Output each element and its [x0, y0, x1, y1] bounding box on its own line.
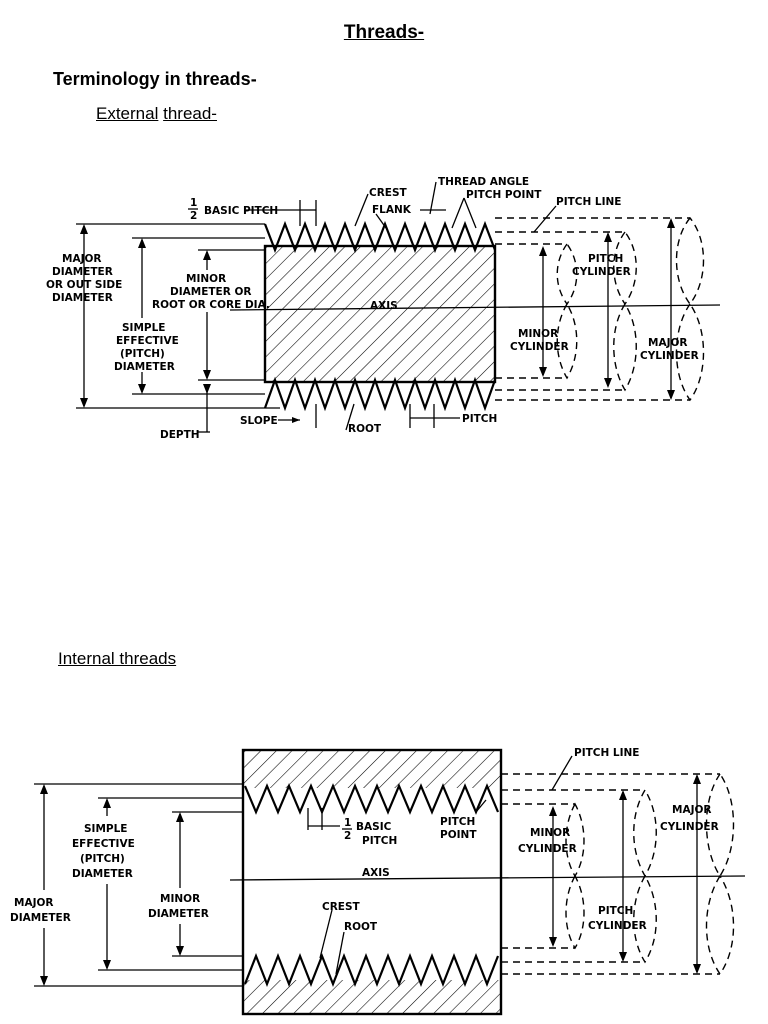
ext-simple-1: SIMPLE [122, 322, 165, 334]
ext-basic-pitch-label: BASIC PITCH [204, 205, 278, 217]
ext-minor-cyl-1: MINOR [518, 328, 558, 340]
ext-pitch-cyl-2: CYLINDER [572, 266, 631, 278]
external-thread-diagram: 1 2 BASIC PITCH CREST FLANK THREAD ANGLE… [46, 176, 721, 441]
ext-half-numerator: 1 [190, 197, 197, 209]
int-major-cyl-2: CYLINDER [660, 821, 719, 833]
ext-simple-4: DIAMETER [114, 361, 175, 373]
external-body-outline [263, 244, 497, 384]
external-labels: 1 2 BASIC PITCH CREST FLANK THREAD ANGLE… [46, 176, 699, 441]
external-top-thread [263, 220, 497, 254]
ext-minor-dia-3: ROOT OR CORE DIA. [152, 299, 270, 311]
internal-top-wall-hatch [243, 750, 501, 788]
int-basic-pitch-2: PITCH [362, 835, 397, 847]
internal-leaders [307, 755, 573, 975]
external-cylinders [229, 216, 721, 402]
external-leaders [198, 181, 557, 433]
ext-major-cyl-1: MAJOR [648, 337, 688, 349]
ext-flank-label: FLANK [372, 204, 412, 216]
ext-minor-dia-2: DIAMETER OR [170, 286, 251, 298]
int-half-numerator: 1 [344, 817, 351, 829]
int-major-dia-1: MAJOR [14, 897, 54, 909]
int-pitch-cyl-2: CYLINDER [588, 920, 647, 932]
ext-minor-cyl-2: CYLINDER [510, 341, 569, 353]
external-thread-heading: External thread- [96, 104, 217, 124]
int-simple-3: (PITCH) [80, 853, 125, 865]
int-simple-4: DIAMETER [72, 868, 133, 880]
int-pitch-cyl-1: PITCH [598, 905, 633, 917]
int-root-label: ROOT [344, 921, 378, 933]
int-major-cyl-1: MAJOR [672, 804, 712, 816]
int-pitch-point-2: POINT [440, 829, 477, 841]
ext-half-denominator: 2 [190, 210, 197, 222]
document-title: Threads- [343, 22, 425, 43]
int-half-denominator: 2 [344, 830, 351, 842]
ext-major-dia-2: DIAMETER [52, 266, 113, 278]
int-pitch-line-label: PITCH LINE [574, 747, 639, 759]
ext-simple-3: (PITCH) [120, 348, 165, 360]
external-axis-line [229, 304, 721, 311]
int-axis-label: AXIS [362, 867, 390, 879]
ext-pitch-cyl-1: PITCH [588, 253, 623, 265]
external-body-hatch [265, 246, 495, 382]
int-minor-dia-2: DIAMETER [148, 908, 209, 920]
major-cylinder-bottom-lobe [675, 302, 705, 402]
ext-major-dia-4: DIAMETER [52, 292, 113, 304]
ext-minor-dia-1: MINOR [186, 273, 226, 285]
terminology-heading: Terminology in threads- [53, 69, 257, 89]
internal-cylinders [229, 772, 746, 976]
int-minor-cyl-1: MINOR [530, 827, 570, 839]
internal-dimension-lines [34, 783, 243, 987]
ext-pitch-line-label: PITCH LINE [556, 196, 621, 208]
int-minor-cyl-2: CYLINDER [518, 843, 577, 855]
int-crest-label: CREST [322, 901, 361, 913]
internal-bottom-thread [243, 952, 500, 988]
external-bottom-thread [263, 376, 497, 412]
ext-major-cyl-2: CYLINDER [640, 350, 699, 362]
int-simple-2: EFFECTIVE [72, 838, 135, 850]
ext-major-dia-1: MAJOR [62, 253, 102, 265]
ext-thread-angle-label: THREAD ANGLE [438, 176, 529, 188]
major-cylinder-top-lobe [675, 216, 705, 306]
ext-slope-label: SLOPE [240, 415, 278, 427]
internal-bottom-wall-hatch [243, 980, 501, 1014]
external-heading-word1: External [96, 104, 159, 123]
int-minor-dia-1: MINOR [160, 893, 200, 905]
internal-thread-heading: Internal threads [58, 649, 177, 668]
ext-crest-label: CREST [369, 187, 408, 199]
ext-root-label: ROOT [348, 423, 382, 435]
external-heading-word2: thread- [163, 104, 217, 123]
ext-pitch-point-label: PITCH POINT [466, 189, 542, 201]
int-pitch-point-1: PITCH [440, 816, 475, 828]
internal-thread-diagram: PITCH LINE MAJOR CYLINDER SIMPLE EFFECTI… [10, 747, 746, 1016]
internal-body-outline [241, 748, 503, 1016]
int-simple-1: SIMPLE [84, 823, 127, 835]
int-major-dia-2: DIAMETER [10, 912, 71, 924]
ext-depth-label: DEPTH [160, 429, 200, 441]
ext-major-dia-3: OR OUT SIDE [46, 279, 122, 291]
internal-labels: PITCH LINE MAJOR CYLINDER SIMPLE EFFECTI… [10, 747, 719, 933]
int-basic-pitch-1: BASIC [356, 821, 392, 833]
ext-pitch-label: PITCH [462, 413, 497, 425]
internal-top-thread [243, 783, 500, 815]
ext-simple-2: EFFECTIVE [116, 335, 179, 347]
internal-axis-line [229, 875, 746, 881]
ext-axis-label: AXIS [370, 300, 398, 312]
external-dimension-lines [76, 223, 280, 432]
